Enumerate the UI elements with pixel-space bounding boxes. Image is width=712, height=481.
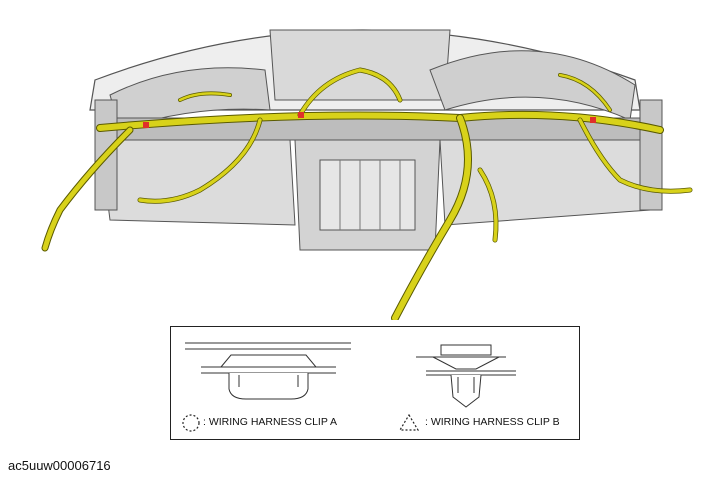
wiring-harness	[41, 67, 693, 320]
figure-id-caption: ac5uuw00006716	[8, 458, 111, 473]
clip-a-illustration	[185, 342, 351, 400]
left-lower-structure	[99, 139, 296, 226]
clip-a-label: : WIRING HARNESS CLIP A	[203, 416, 338, 428]
clip-b-illustration	[416, 344, 516, 408]
clip-b-label: : WIRING HARNESS CLIP B	[425, 416, 560, 428]
clip-a-symbol-icon	[182, 414, 200, 432]
clip-b-symbol-icon	[398, 413, 420, 431]
hvac-vent-grille	[319, 159, 416, 231]
center-console-upper	[269, 29, 451, 101]
clip-legend-box: : WIRING HARNESS CLIP A : WIRING HARNESS…	[170, 326, 580, 440]
harness-clip-markers	[143, 112, 596, 128]
right-side-bracket	[639, 99, 663, 211]
dashboard-wiring-harness-illustration	[41, 29, 693, 320]
right-air-duct	[429, 50, 636, 121]
